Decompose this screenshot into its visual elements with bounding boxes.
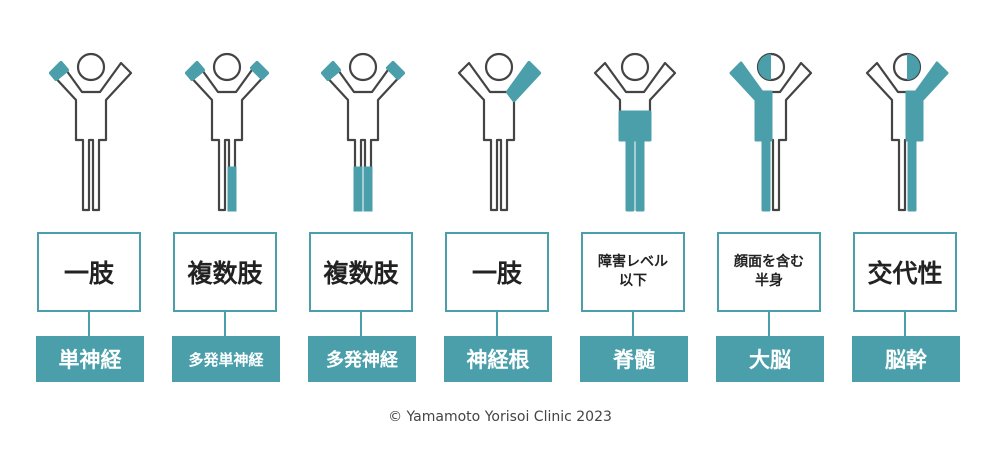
connector-line [88, 312, 90, 336]
symptom-box: 一肢 [445, 232, 549, 312]
lesion-label: 脳幹 [852, 336, 960, 382]
symptom-box: 複数肢 [309, 232, 413, 312]
symptom-box: 顔面を含む 半身 [717, 232, 821, 312]
connector-line [768, 312, 770, 336]
column-1: 一肢 単神経 [36, 0, 146, 400]
body-figure-single-limb-arm [457, 52, 541, 212]
column-2: 複数肢 多発単神経 [172, 0, 282, 400]
body-figure-hemibody-with-face [729, 52, 813, 212]
body-figure-crossed [865, 52, 949, 212]
body-figure-below-lesion-level [593, 52, 677, 212]
column-5: 障害レベル 以下 脊髄 [580, 0, 690, 400]
copyright-text: © Yamamoto Yorisoi Clinic 2023 [388, 409, 612, 425]
connector-line [496, 312, 498, 336]
lesion-label: 神経根 [444, 336, 552, 382]
column-4: 一肢 神経根 [444, 0, 554, 400]
connector-line [904, 312, 906, 336]
body-figure-single-limb-hand [49, 52, 133, 212]
column-7: 交代性 脳幹 [852, 0, 962, 400]
connector-line [224, 312, 226, 336]
body-figure-multiple-limbs-polyneuropathy [321, 52, 405, 212]
lesion-label: 単神経 [36, 336, 144, 382]
lesion-label: 多発単神経 [172, 336, 280, 382]
connector-line [632, 312, 634, 336]
symptom-box: 交代性 [853, 232, 957, 312]
connector-line [360, 312, 362, 336]
column-6: 顔面を含む 半身 大脳 [716, 0, 826, 400]
symptom-box: 複数肢 [173, 232, 277, 312]
symptom-box: 障害レベル 以下 [581, 232, 685, 312]
body-figure-multiple-limbs-mononeuritis [185, 52, 269, 212]
column-3: 複数肢 多発神経 [308, 0, 418, 400]
lesion-label: 多発神経 [308, 336, 416, 382]
lesion-label: 脊髄 [580, 336, 688, 382]
symptom-box: 一肢 [37, 232, 141, 312]
lesion-label: 大脳 [716, 336, 824, 382]
